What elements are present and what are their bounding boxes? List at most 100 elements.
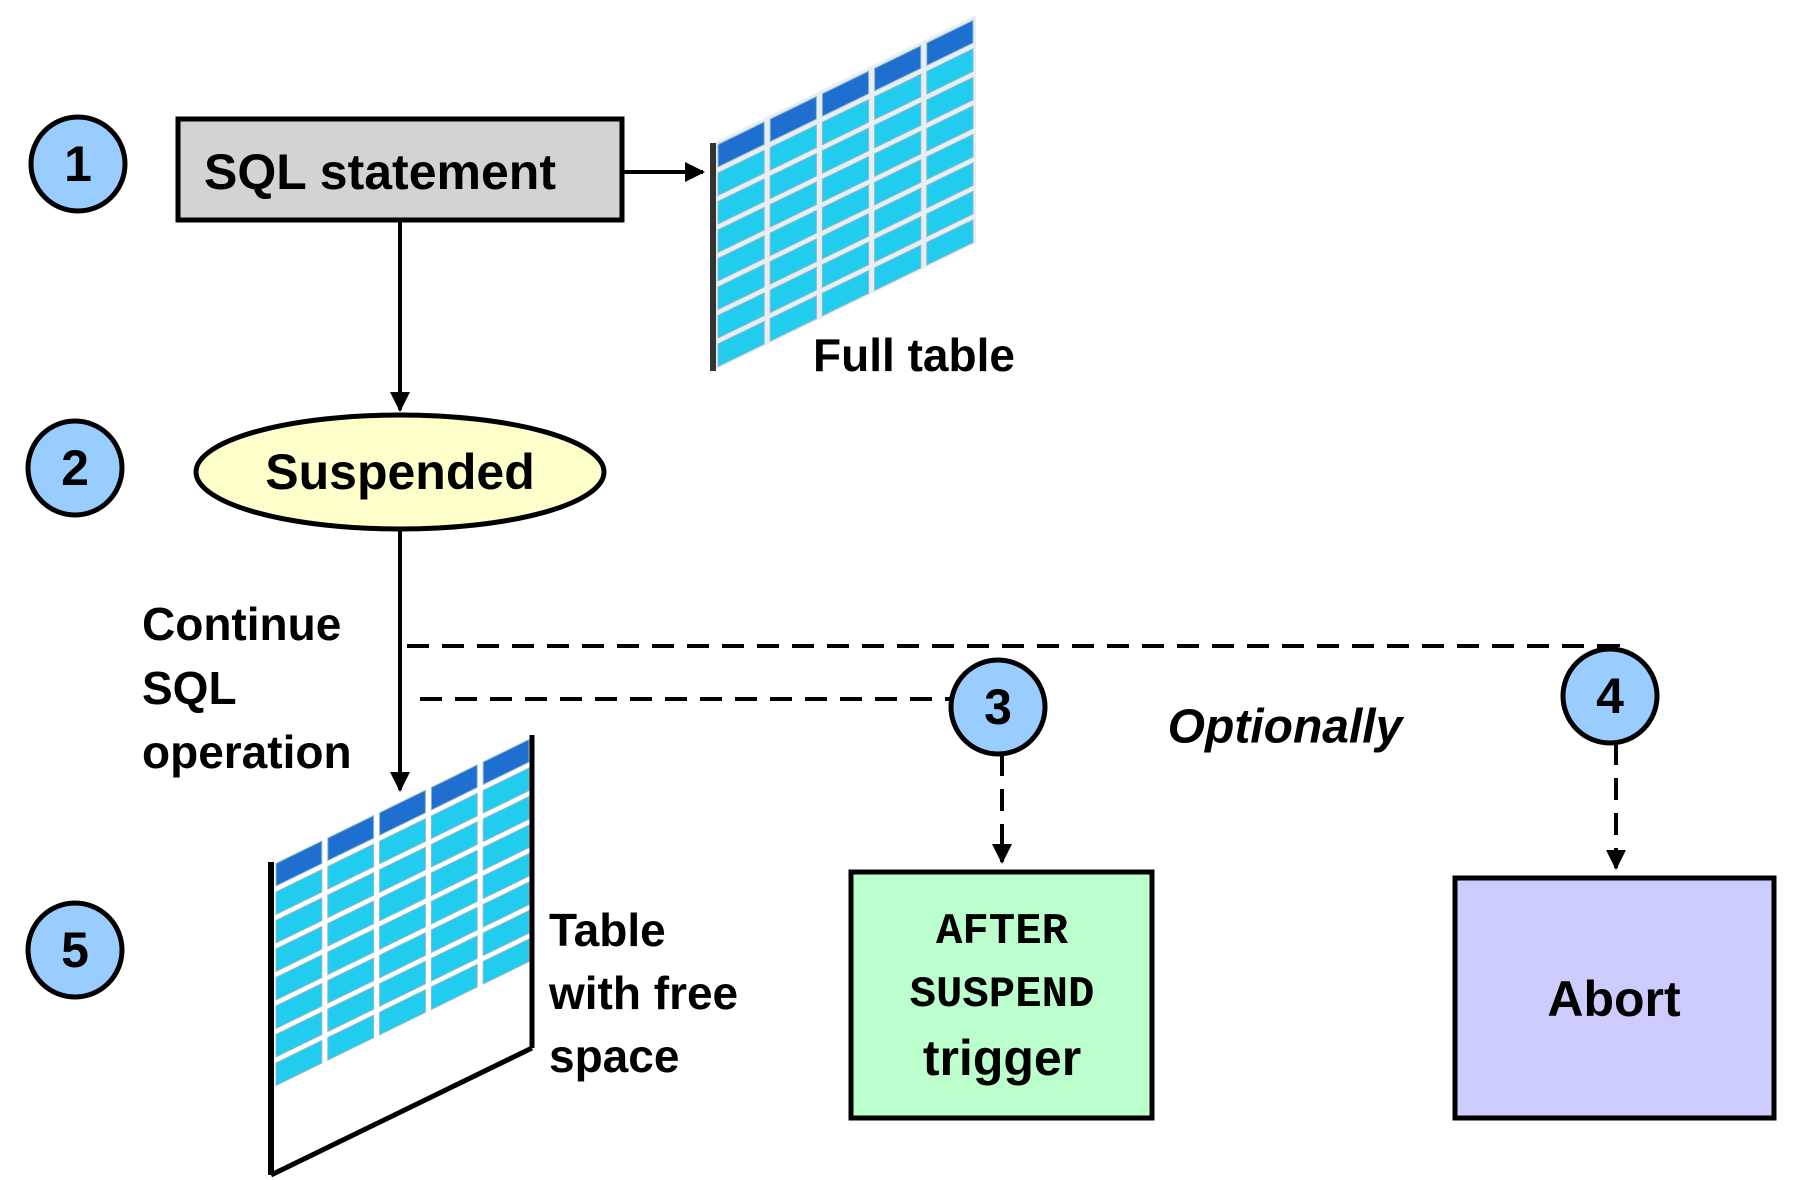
free-table-cell — [379, 960, 426, 1008]
full-table-cell — [821, 127, 870, 174]
full-table-cell — [926, 219, 974, 266]
free-table-cell — [327, 1014, 375, 1061]
free-table-cell — [379, 988, 426, 1036]
full-table-cell — [821, 184, 870, 231]
free-table-cell — [430, 849, 478, 897]
trigger-line-1: AFTER — [936, 907, 1069, 957]
full-table-cell — [821, 98, 870, 146]
free-table-cell — [482, 938, 530, 985]
free-table-cell — [482, 767, 530, 814]
step-1-badge: 1 — [28, 114, 128, 214]
sql-statement-label: SQL statement — [204, 144, 556, 200]
full-table-cell — [926, 48, 974, 95]
free-table-cell — [379, 846, 426, 894]
free-table-header-cell — [275, 840, 323, 887]
step-2-badge: 2 — [25, 418, 125, 518]
abort-box: Abort — [1452, 875, 1777, 1121]
full-table-cell — [821, 241, 870, 288]
step-3-number: 3 — [984, 679, 1012, 735]
free-table-header-cell — [482, 738, 530, 786]
full-table-cell — [717, 149, 765, 197]
free-table-header-cell — [379, 789, 426, 837]
full-table-cell — [769, 295, 817, 342]
full-table-cell — [926, 190, 974, 238]
full-table-cell — [874, 216, 922, 263]
suspended-label: Suspended — [265, 444, 534, 500]
full-table-icon — [710, 15, 976, 371]
full-table-cell — [769, 181, 817, 228]
free-space-line-1: Table — [549, 904, 666, 956]
continue-line-1: Continue — [142, 598, 341, 650]
free-table-cell — [275, 1039, 323, 1087]
step-3-badge: 3 — [948, 657, 1048, 757]
step-2-number: 2 — [61, 440, 89, 496]
free-table-cell — [430, 906, 478, 954]
free-table-cell — [482, 909, 530, 957]
free-table-cell — [275, 868, 323, 916]
suspended-state-ellipse: Suspended — [193, 412, 607, 532]
full-table-cell — [717, 206, 765, 254]
full-table-header-cell — [717, 121, 765, 168]
free-table-header-cell — [430, 764, 478, 811]
step-5-badge: 5 — [25, 900, 125, 1000]
step-4-badge: 4 — [1560, 646, 1660, 746]
free-table-cell — [430, 821, 478, 868]
full-table-cell — [874, 159, 922, 206]
trigger-line-3: trigger — [923, 1030, 1081, 1086]
free-table-cell — [482, 795, 530, 843]
full-table-cell — [874, 130, 922, 178]
full-table-cell — [769, 266, 817, 314]
free-table-cell — [327, 900, 375, 947]
free-table-cell — [327, 843, 375, 890]
free-table-cell — [327, 957, 375, 1004]
abort-label: Abort — [1547, 971, 1681, 1027]
full-table-cell — [821, 155, 870, 203]
free-table-cell — [482, 852, 530, 900]
free-table-cell — [482, 881, 530, 928]
full-table-cell — [874, 244, 922, 292]
after-suspend-trigger-box: AFTER SUSPEND trigger — [848, 869, 1155, 1121]
free-table-cell — [379, 903, 426, 951]
full-table-header-cell — [821, 70, 870, 117]
free-table-cell — [275, 982, 323, 1030]
full-table-cell — [769, 238, 817, 285]
full-table-cell — [926, 133, 974, 181]
free-table-cell — [430, 878, 478, 925]
continue-line-2: SQL — [142, 662, 236, 714]
full-table-cell — [821, 212, 870, 260]
full-table-cell — [821, 269, 870, 317]
free-space-line-2: with free — [548, 967, 738, 1019]
step-5-number: 5 — [61, 922, 89, 978]
dashed-path-to-abort — [407, 644, 1620, 650]
free-table-cell — [275, 925, 323, 973]
free-table-cell — [430, 963, 478, 1011]
free-table-cell — [379, 931, 426, 979]
full-table-cell — [769, 209, 817, 257]
free-table-cell — [327, 985, 375, 1033]
step-1-number: 1 — [64, 136, 92, 192]
full-table-cell — [769, 124, 817, 171]
full-table-cell — [926, 76, 974, 124]
free-space-table-icon — [268, 735, 535, 1178]
free-table-cell — [482, 824, 530, 871]
free-table-cell — [327, 928, 375, 976]
full-table-header-cell — [926, 19, 974, 67]
step-4-number: 4 — [1596, 668, 1624, 724]
full-table-header-cell — [769, 95, 817, 143]
optionally-label: Optionally — [1168, 701, 1405, 754]
trigger-line-2: SUSPEND — [910, 970, 1095, 1020]
full-table-cell — [874, 102, 922, 149]
free-table-cell — [430, 792, 478, 840]
free-table-cell — [430, 935, 478, 982]
full-table-cell — [717, 178, 765, 225]
free-table-cell — [327, 871, 375, 919]
full-table-header-cell — [874, 45, 922, 92]
continue-operation-label: Continue SQL operation — [142, 598, 354, 778]
free-space-table-label: Table with free space — [548, 904, 751, 1082]
sql-statement-box: SQL statement — [175, 116, 625, 223]
free-table-cell — [275, 1011, 323, 1058]
continue-line-3: operation — [142, 726, 352, 778]
full-table-label: Full table — [813, 329, 1015, 381]
full-table-cell — [717, 320, 765, 368]
